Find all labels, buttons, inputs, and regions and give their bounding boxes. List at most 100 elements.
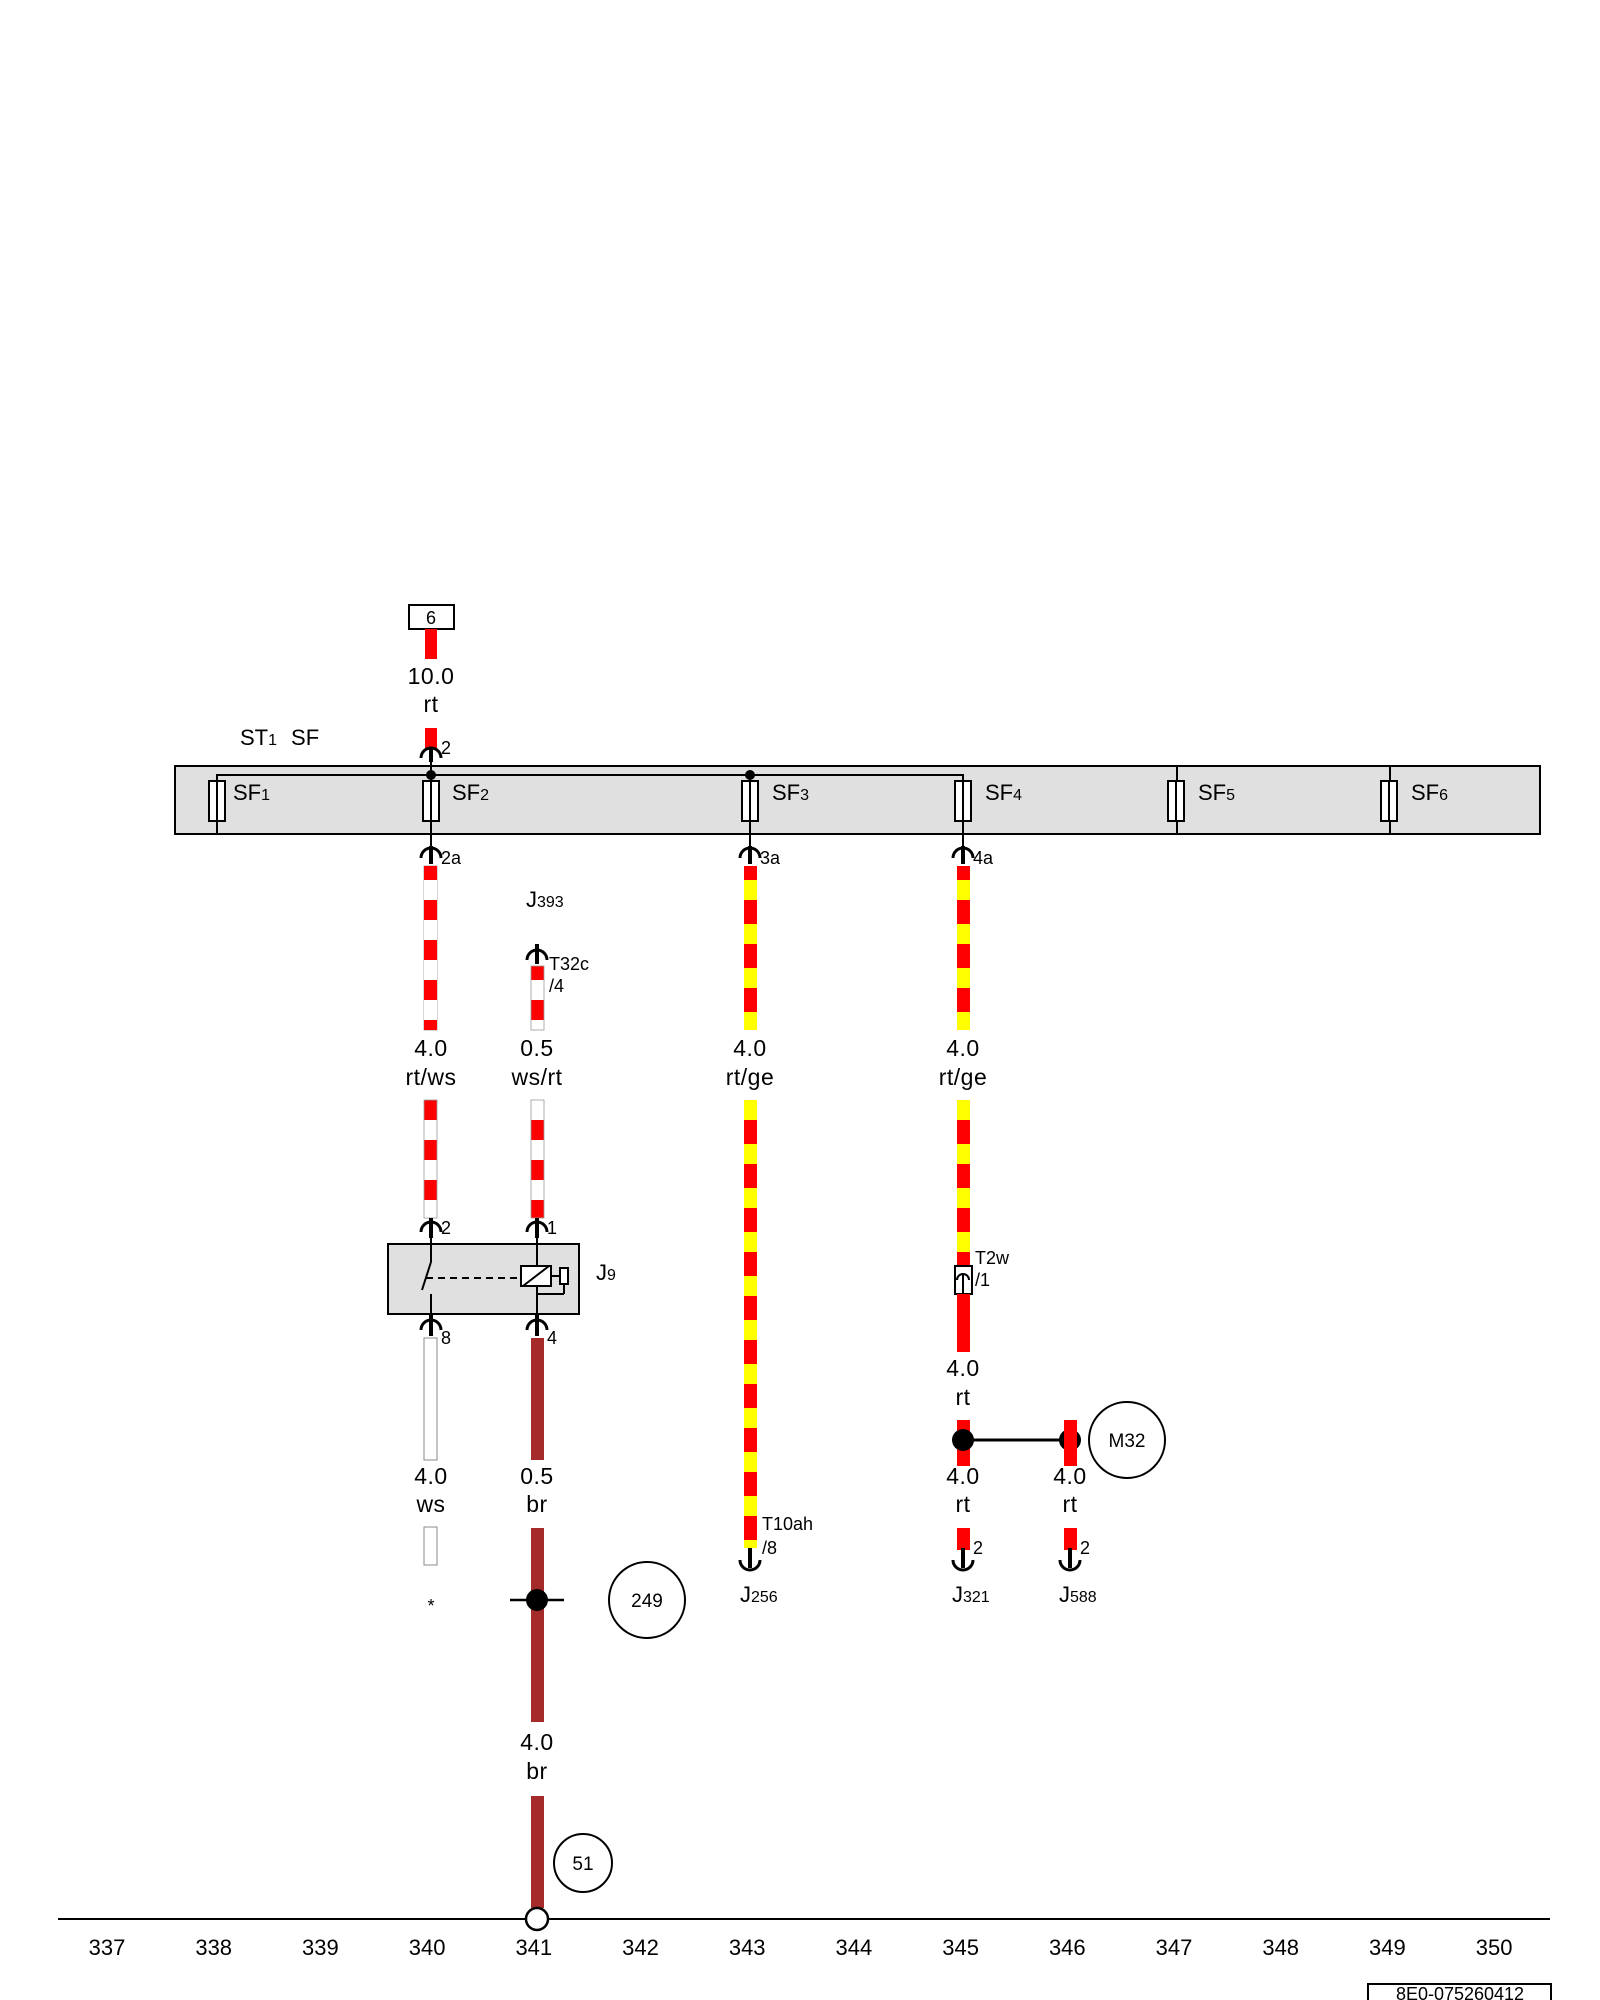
wire-sf3-upper (744, 866, 757, 1030)
column-number: 347 (1156, 1935, 1193, 1960)
svg-text:1: 1 (547, 1218, 557, 1238)
svg-text:SF1: SF1 (233, 780, 270, 805)
bus-node-sf2 (426, 770, 436, 780)
fuse-sf1: SF1 (208, 780, 270, 822)
wire-ground-color: br (526, 1758, 547, 1784)
column-number: 345 (942, 1935, 979, 1960)
ground-51-circle (553, 1833, 613, 1893)
svg-text:4: 4 (547, 1328, 557, 1348)
svg-text:SF3: SF3 (772, 780, 809, 805)
bus-node-sf3 (745, 770, 755, 780)
note-star: * (427, 1596, 434, 1616)
wire-j9-pin8-upper (423, 1337, 438, 1461)
svg-text:T10ah: T10ah (762, 1514, 813, 1534)
column-number: 344 (836, 1935, 873, 1960)
column-number: 348 (1262, 1935, 1299, 1960)
component-j588: J588 (1059, 1582, 1097, 1607)
column-number: 343 (729, 1935, 766, 1960)
fuse-sf6: SF6 (1380, 780, 1448, 822)
wire-ground-size: 4.0 (520, 1729, 553, 1755)
wire-j393-size: 0.5 (520, 1035, 553, 1061)
wire-sf2-color: rt/ws (405, 1064, 456, 1090)
wire-j9-pin4-size: 0.5 (520, 1463, 553, 1489)
splice-249-node (526, 1589, 548, 1611)
wire-sf4-color: rt/ge (939, 1064, 988, 1090)
svg-text:/8: /8 (762, 1538, 777, 1558)
column-number: 349 (1369, 1935, 1406, 1960)
wire-j9-pin8-lower (423, 1526, 438, 1566)
svg-text:/1: /1 (975, 1270, 990, 1290)
wire-j588-feed-upper (1064, 1420, 1077, 1466)
svg-text:2: 2 (441, 1218, 451, 1238)
supply-wire-size: 10.0 (408, 663, 455, 689)
wire-j321-color: rt (955, 1491, 970, 1517)
wire-t2w-out (957, 1294, 970, 1352)
svg-text:SF6: SF6 (1411, 780, 1448, 805)
wire-sf3-lower (744, 1100, 757, 1548)
wire-sf3-size: 4.0 (733, 1035, 766, 1061)
wire-sf2-out-upper-stripe (424, 866, 437, 1030)
doc-ref: 8E0-075260412 (1396, 1984, 1524, 2000)
doc-ref-box (1367, 1983, 1552, 2000)
ground-51-label: 51 (572, 1854, 593, 1875)
m32-label: M32 (1109, 1431, 1146, 1452)
svg-text:3a: 3a (760, 848, 781, 868)
svg-text:2: 2 (1080, 1538, 1090, 1558)
sf-input-pin: 2 (441, 738, 451, 758)
column-number: 341 (515, 1935, 552, 1960)
wire-j393-upper (530, 965, 545, 1031)
svg-text:4a: 4a (973, 848, 994, 868)
wire-j321-size: 4.0 (946, 1463, 979, 1489)
wire-sf4-upper (957, 866, 970, 1030)
fuse-sf5: SF5 (1167, 780, 1235, 822)
svg-text:2a: 2a (441, 848, 462, 868)
wire-sf4-size: 4.0 (946, 1035, 979, 1061)
column-number: 342 (622, 1935, 659, 1960)
component-j393: J393 (526, 887, 564, 912)
splice-249-circle (608, 1561, 686, 1639)
svg-text:SF5: SF5 (1198, 780, 1235, 805)
supply-wire-top (425, 629, 437, 659)
wire-t2w-color: rt (955, 1384, 970, 1410)
column-number: 337 (89, 1935, 126, 1960)
t32c-connector: T32c /4 (525, 944, 589, 996)
j9-input-pins: 2 1 (419, 1218, 557, 1238)
wire-j393-lower (530, 1099, 545, 1219)
wire-sf4-lower (957, 1100, 970, 1266)
j588-connector: 2 (1058, 1538, 1090, 1572)
wire-j588-lower (1064, 1528, 1077, 1550)
component-j9: J9 (596, 1260, 616, 1285)
supply-wire-bottom (425, 728, 437, 748)
wire-sf2-out-lower (423, 1099, 438, 1219)
wire-j9-pin8-color: ws (415, 1491, 445, 1517)
fuse-sf3: SF3 (741, 780, 809, 846)
svg-text:T2w: T2w (975, 1248, 1010, 1268)
fuse-block (174, 765, 1541, 835)
j9-output-pins: 8 4 (419, 1314, 557, 1348)
m32-circle (1088, 1401, 1166, 1479)
svg-text:8: 8 (441, 1328, 451, 1348)
component-j256: J256 (740, 1582, 778, 1607)
connector-6-label: 6 (426, 608, 436, 628)
j321-connector: 2 (951, 1538, 983, 1572)
fuse-sf4: SF4 (954, 780, 1022, 846)
sf3-output-connector: 3a (738, 846, 781, 868)
column-number: 346 (1049, 1935, 1086, 1960)
sf2-output-connector: 2a (419, 846, 462, 868)
wire-j393-color: ws/rt (510, 1064, 562, 1090)
wire-j588-size: 4.0 (1053, 1463, 1086, 1489)
svg-text:SF2: SF2 (452, 780, 489, 805)
column-number: 339 (302, 1935, 339, 1960)
splice-249-label: 249 (631, 1591, 663, 1612)
t10ah-connector: T10ah /8 (738, 1514, 813, 1572)
wire-j321-lower (957, 1528, 970, 1550)
svg-text:T32c: T32c (549, 954, 589, 974)
t2w-connector: T2w /1 (954, 1248, 1010, 1295)
wire-sf3-color: rt/ge (726, 1064, 775, 1090)
svg-text:2: 2 (973, 1538, 983, 1558)
svg-text:/4: /4 (549, 976, 564, 996)
splice-node-j321 (952, 1429, 974, 1451)
